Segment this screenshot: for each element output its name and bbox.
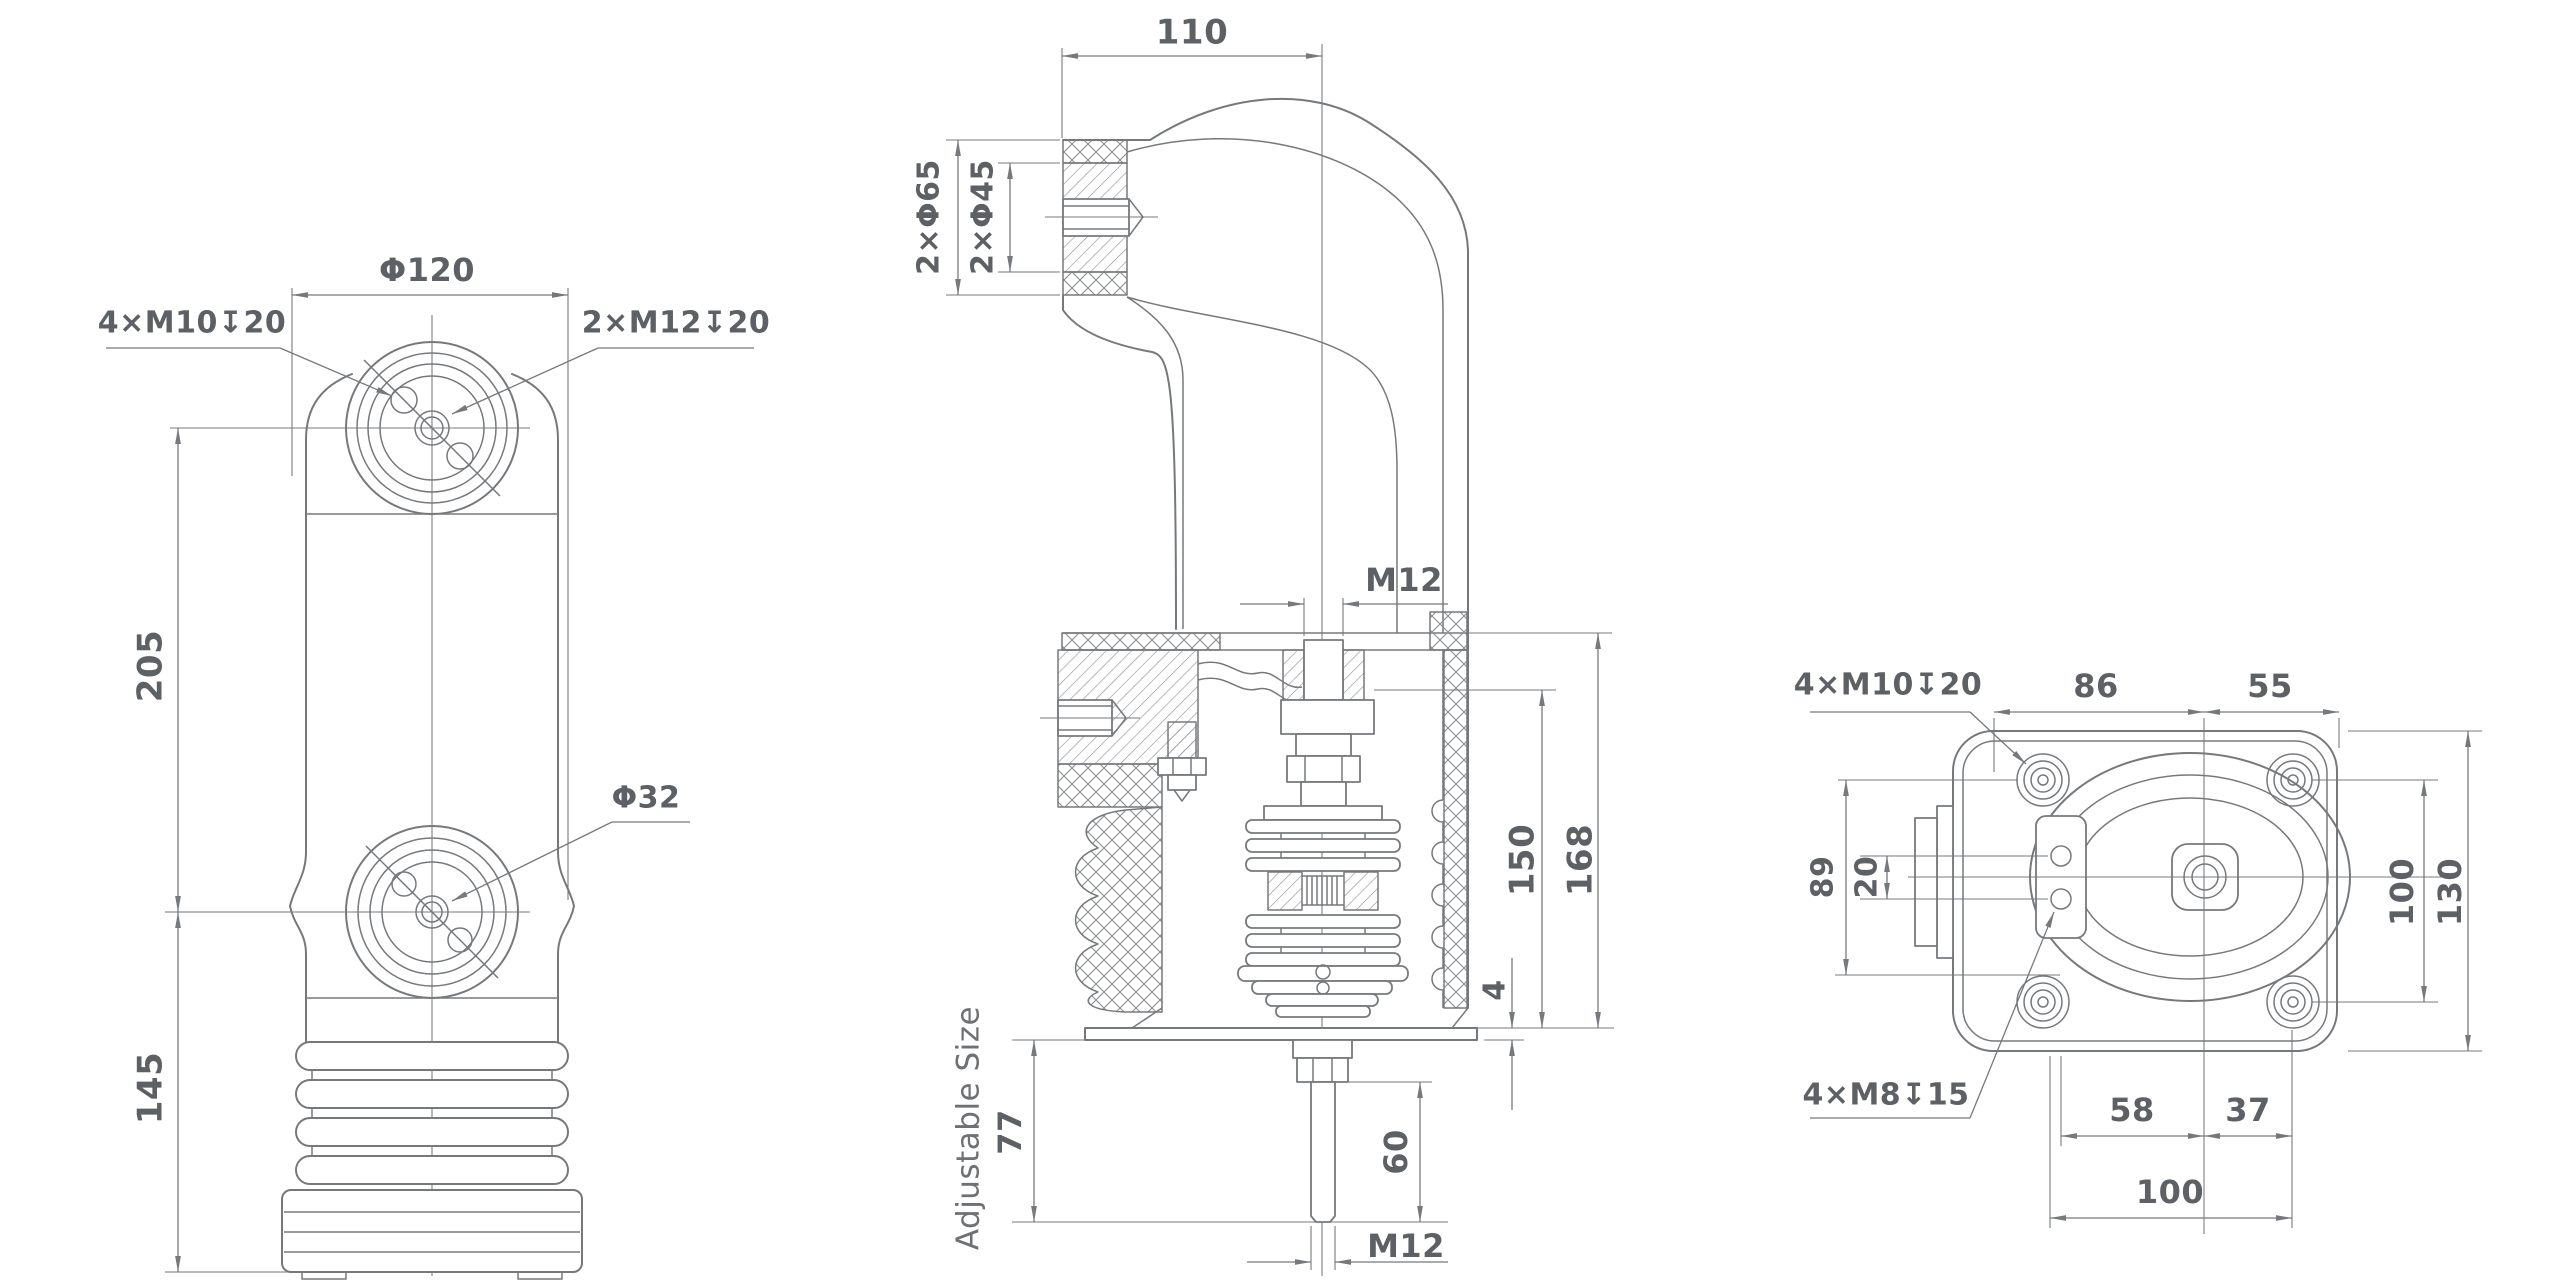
upper-stud-assembly [1263, 639, 1383, 821]
flange-outline [1952, 730, 2338, 1052]
bottom-view-dimensions: 86 55 4×M10↧20 89 20 100 130 4×M [1794, 667, 2482, 1228]
front-view-geometry [165, 315, 583, 1280]
section-view: 110 2×Φ65 2×Φ45 M12 150 168 [912, 13, 1614, 1276]
lug-hole [2050, 888, 2072, 910]
lug-hole [2050, 845, 2072, 867]
dim-m12-bottom: M12 [1367, 1227, 1445, 1265]
dim-dia120: Φ120 [379, 251, 475, 289]
lower-bolt-hole [391, 871, 417, 897]
dim-m12-top: M12 [1365, 561, 1443, 599]
dim-77: 77 [991, 1109, 1029, 1155]
dim-168: 168 [1561, 824, 1601, 896]
flange-threaded-insert [1040, 699, 1140, 737]
dim-100-vertical: 100 [2383, 858, 2421, 926]
mounting-plate [1084, 1027, 1478, 1041]
label-tap-m12: 2×M12↧20 [582, 306, 771, 341]
section-view-dimensions: 110 2×Φ65 2×Φ45 M12 150 168 [912, 13, 1614, 1270]
label-tap-m8: 4×M8↧15 [1802, 1078, 1969, 1113]
dim-205: 205 [131, 630, 171, 702]
note-adjustable-size: Adjustable Size [951, 1006, 987, 1250]
dim-58: 58 [2109, 1091, 2155, 1129]
dim-145: 145 [131, 1052, 171, 1124]
dim-4: 4 [1478, 979, 1513, 1000]
section-view-geometry [1040, 44, 1478, 1276]
upper-bolt-hole [390, 386, 418, 414]
dim-89: 89 [1806, 856, 1841, 899]
dim-100-horizontal: 100 [2136, 1173, 2204, 1211]
bottom-view-geometry [1908, 718, 2448, 1234]
arm-lower-profile [1062, 294, 1177, 630]
body-left-edge [289, 373, 353, 1043]
label-tap-m10: 4×M10↧20 [98, 306, 287, 341]
dim-55: 55 [2247, 667, 2293, 705]
label-tap-m10-bottom: 4×M10↧20 [1794, 668, 1983, 703]
lower-stem-assembly [1292, 1039, 1353, 1223]
lower-boss-outline [345, 825, 519, 999]
elbow-outer-profile [1062, 97, 1469, 1009]
clamp-bolt [1157, 721, 1207, 802]
dim-110: 110 [1156, 13, 1228, 53]
dim-2x65: 2×Φ65 [912, 159, 947, 275]
dim-150: 150 [1503, 824, 1543, 896]
dim-20: 20 [1850, 856, 1885, 899]
dim-2x45: 2×Φ45 [966, 159, 1001, 275]
dim-130: 130 [2431, 858, 2469, 926]
label-dia32: Φ32 [612, 781, 681, 816]
left-skirt [1074, 806, 1163, 1013]
dim-86: 86 [2073, 667, 2119, 705]
lower-bolt-hole [447, 927, 473, 953]
upper-threaded-hole [1045, 198, 1158, 237]
base-block [281, 1189, 583, 1280]
vacuum-interrupter [1237, 819, 1409, 1018]
front-view: Φ120 4×M10↧20 2×M12↧20 Φ32 205 145 [98, 251, 771, 1280]
insulator-fins [295, 1041, 569, 1185]
front-view-dimensions: Φ120 4×M10↧20 2×M12↧20 Φ32 205 145 [98, 251, 771, 1273]
dim-60: 60 [1377, 1129, 1415, 1175]
dim-37: 37 [2225, 1091, 2271, 1129]
bottom-view: 86 55 4×M10↧20 89 20 100 130 4×M [1794, 667, 2482, 1234]
upper-bolt-hole [446, 442, 474, 470]
right-housing-wall [1431, 649, 1469, 1029]
body-right-edge [511, 373, 575, 1043]
